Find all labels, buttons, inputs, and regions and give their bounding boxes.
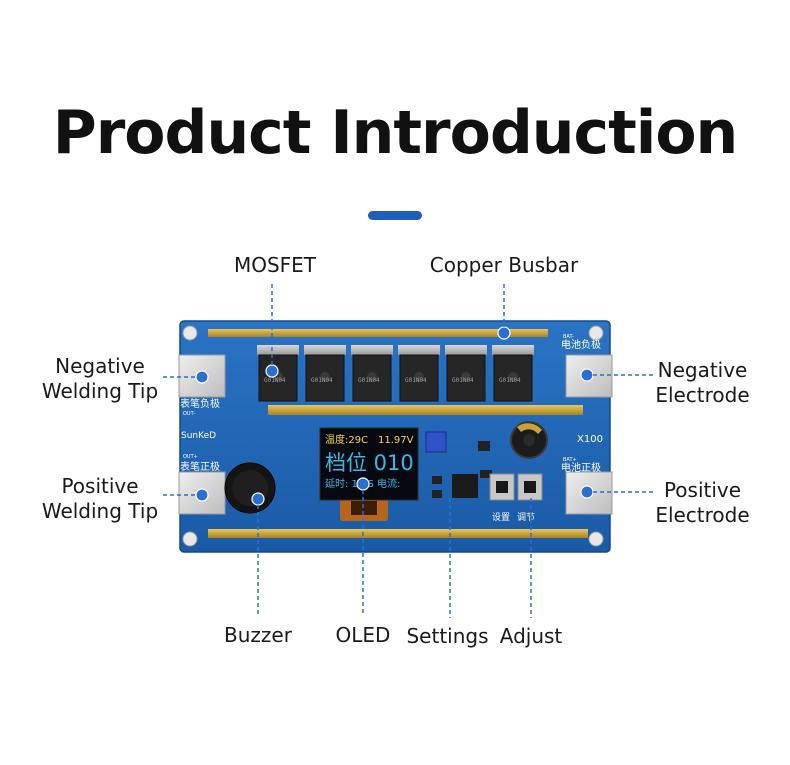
silk-bat-negative-tag: BAT- <box>563 334 574 340</box>
silk-pen-negative: 表笔负极 <box>180 397 220 410</box>
negative-electrode-dot <box>580 368 594 382</box>
silk-bat-positive-tag: BAT+ <box>563 457 577 463</box>
label-buzzer: Buzzer <box>224 623 292 647</box>
oled-display <box>319 427 419 521</box>
oled-temp: 温度:29C <box>325 433 368 446</box>
label-copper-busbar: Copper Busbar <box>429 253 579 277</box>
mosfet-marking: G01N04 <box>358 377 380 384</box>
silk-pen-positive-tag: OUT+ <box>183 454 198 460</box>
silk-bat-positive: 电池正极 <box>561 461 601 474</box>
leader-lines <box>163 284 655 618</box>
capacitor <box>510 421 548 459</box>
pads <box>178 354 613 515</box>
positive-tip-dot <box>195 488 209 502</box>
title-accent-bar <box>368 211 422 220</box>
mosfet-row <box>257 345 534 402</box>
label-negative-welding-tip: Negative Welding Tip <box>41 354 159 403</box>
mosfet-marking: G01N04 <box>405 377 427 384</box>
leader-dots <box>195 326 594 506</box>
oled-gear: 档位 010 <box>325 451 414 475</box>
mounting-holes <box>182 325 604 547</box>
label-adjust: Adjust <box>499 624 563 648</box>
page-title: Product Introduction <box>52 98 739 168</box>
silk-set: 设置 <box>492 512 510 523</box>
mosfet-marking: G01N04 <box>452 377 474 384</box>
oled-dot <box>356 477 370 491</box>
label-settings: Settings <box>406 624 489 648</box>
mosfet-markings: G01N04 G01N04 G01N04 G01N04 G01N04 G01N0… <box>264 377 521 384</box>
mosfet-dot <box>265 364 279 378</box>
copper-busbar <box>208 329 588 538</box>
label-negative-electrode: Negative Electrode <box>655 358 750 407</box>
mosfet-marking: G01N04 <box>311 377 333 384</box>
buzzer-dot <box>251 492 265 506</box>
label-oled: OLED <box>335 623 391 647</box>
silk-adjust: 调节 <box>517 512 535 523</box>
silk-brand: SunKeD <box>181 431 216 441</box>
label-positive-electrode: Positive Electrode <box>655 478 750 527</box>
negative-tip-dot <box>195 370 209 384</box>
tactile-buttons <box>489 473 543 501</box>
busbar-dot <box>497 326 511 340</box>
silkscreen: 表笔负极 OUT- SunKeD OUT+ 表笔正极 BAT- 电池负极 X10… <box>180 334 603 523</box>
silk-pen-positive: 表笔正极 <box>180 460 220 473</box>
positive-electrode-dot <box>580 485 594 499</box>
buzzer <box>224 462 276 514</box>
silk-bat-negative: 电池负极 <box>561 338 601 351</box>
label-mosfet: MOSFET <box>233 253 317 277</box>
mosfet-marking: G01N04 <box>499 377 521 384</box>
oled-voltage: 11.97V <box>378 435 414 446</box>
silk-pen-negative-tag: OUT- <box>183 411 195 417</box>
silk-model: X100 <box>577 434 603 445</box>
label-positive-welding-tip: Positive Welding Tip <box>41 474 159 523</box>
small-components <box>425 431 492 498</box>
mosfet-marking: G01N04 <box>264 377 286 384</box>
